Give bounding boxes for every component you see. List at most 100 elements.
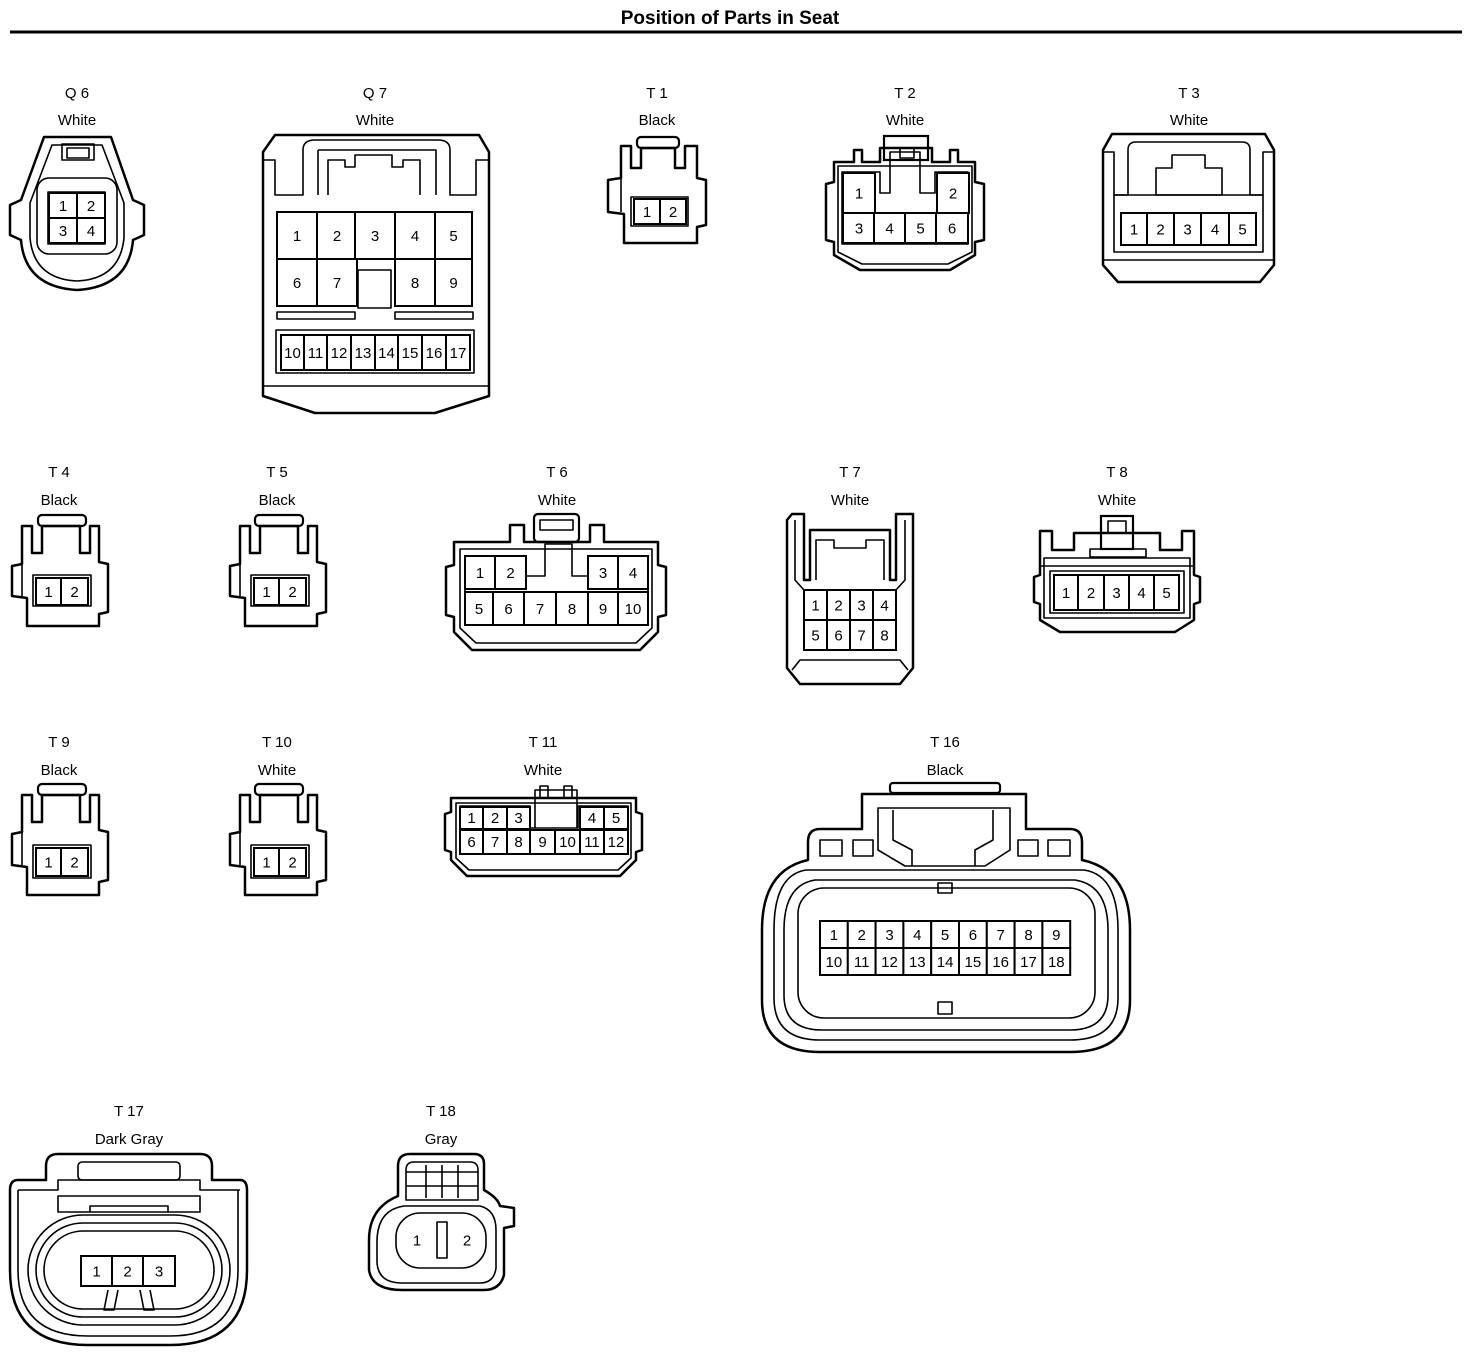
connector-t2-pin-label: 1 [855, 185, 863, 202]
connector-t10-pin-cell [278, 847, 307, 877]
connector-t11-pin-label: 3 [514, 810, 522, 827]
connector-t16-id: T 16 [930, 734, 960, 751]
page-title: Position of Parts in Seat [621, 8, 840, 29]
connector-t17-pin-label: 3 [155, 1263, 163, 1280]
connector-t3-pin-cell [1146, 212, 1175, 246]
connector-t4-pin-label: 2 [70, 584, 78, 601]
connector-t6-pin-cell [523, 591, 557, 626]
connector-q7-pin-label: 3 [371, 228, 379, 245]
connector-t7-pin-label: 7 [857, 627, 865, 644]
connector-t8-pin-label: 3 [1112, 585, 1120, 602]
connector-t8-body [1032, 514, 1202, 634]
connector-t6-pin-cell [555, 591, 589, 626]
connector-q6-pin-label: 2 [87, 198, 95, 215]
connector-q7-pin-label: 15 [402, 345, 419, 362]
connector-t3-pin-label: 3 [1183, 221, 1191, 238]
connector-t1-pin-cell [659, 198, 687, 225]
connector-t4-body [10, 513, 110, 628]
connector-t7-color: White [831, 492, 869, 509]
connector-t6-pin-label: 6 [504, 601, 512, 618]
connector-t6-pin-cell [494, 555, 527, 590]
connector-t3-id: T 3 [1178, 85, 1199, 102]
connector-q7-pin-cell [434, 211, 473, 260]
connector-q6-pin-label: 4 [87, 223, 95, 240]
connector-t17-pin-label: 2 [123, 1263, 131, 1280]
connector-t16-pin-label: 5 [941, 927, 949, 944]
connector-t2-pin-label: 5 [916, 220, 924, 237]
connector-t8-pin-cell [1153, 574, 1180, 611]
connector-t8-color: White [1098, 492, 1136, 509]
connector-q7-color: White [356, 112, 394, 129]
connector-t11-id: T 11 [529, 734, 558, 751]
connector-t16-color: Black [927, 762, 964, 779]
connector-t6-pin-cell [464, 591, 494, 626]
connector-t1-color: Black [639, 112, 676, 129]
connector-q6-color: White [58, 112, 96, 129]
connector-t7-pin-label: 1 [811, 597, 819, 614]
connector-t7-pin-label: 6 [834, 627, 842, 644]
connector-q7-pin-label: 7 [333, 275, 341, 292]
connector-t16-pin-label: 13 [909, 954, 926, 971]
connector-t17-id: T 17 [114, 1103, 144, 1120]
connector-q7-pin-cell [354, 211, 396, 260]
connector-t7-pin-label: 2 [834, 597, 842, 614]
connector-t11-pin-cell [482, 829, 508, 855]
connector-q7-pin-label: 2 [333, 228, 341, 245]
connector-t16-pin-cell [958, 947, 988, 976]
connector-t10-id: T 10 [262, 734, 292, 751]
connector-t8-pin-cell [1103, 574, 1130, 611]
connector-t4-pin-cell [60, 577, 89, 606]
connector-t16-pin-label: 18 [1048, 954, 1065, 971]
connector-t16-pin-cell [1013, 947, 1044, 976]
connector-t9-pin-cell [60, 847, 89, 877]
connector-q7-pin-label: 14 [378, 345, 395, 362]
connector-t5-body [228, 513, 328, 628]
connector-t10-body [228, 782, 328, 897]
connector-t2-id: T 2 [894, 85, 915, 102]
connector-t16-pin-label: 3 [885, 927, 893, 944]
connector-t8-id: T 8 [1106, 464, 1127, 481]
connector-q7-body [261, 133, 491, 415]
connector-q7-pin-label: 16 [426, 345, 443, 362]
connector-t2-pin-cell [936, 172, 970, 214]
connector-t11-pin-label: 1 [467, 810, 475, 827]
connector-t2-pin-cell [842, 172, 876, 214]
connector-t3-pin-cell [1120, 212, 1148, 246]
connector-t10-pin-label: 2 [288, 854, 296, 871]
connector-t6-pin-label: 2 [506, 565, 514, 582]
connector-t6-pin-label: 7 [536, 601, 544, 618]
connector-q6-body [8, 135, 146, 292]
connector-t11-pin-cell [603, 829, 629, 855]
connector-t9-pin-label: 2 [70, 854, 78, 871]
connector-t18-color: Gray [425, 1131, 458, 1148]
connector-t6-pin-label: 8 [568, 601, 576, 618]
connector-t5-id: T 5 [266, 464, 287, 481]
connector-t16-pin-cell [819, 947, 849, 976]
connector-t4-pin-label: 1 [44, 584, 52, 601]
connector-t7-body [785, 512, 915, 686]
connector-t17-pin-cell [142, 1255, 176, 1287]
connector-t16-pin-label: 9 [1052, 927, 1060, 944]
connector-q7-pin-label: 17 [450, 345, 467, 362]
connector-t2-pin-label: 4 [885, 220, 893, 237]
connector-t16-pin-cell [930, 947, 961, 976]
connector-t16-pin-label: 11 [854, 954, 870, 971]
connector-t16-pin-label: 15 [965, 954, 982, 971]
connector-t3-pin-label: 1 [1130, 221, 1138, 238]
connector-t16-body [760, 781, 1132, 1054]
connector-t5-pin-label: 2 [288, 584, 296, 601]
